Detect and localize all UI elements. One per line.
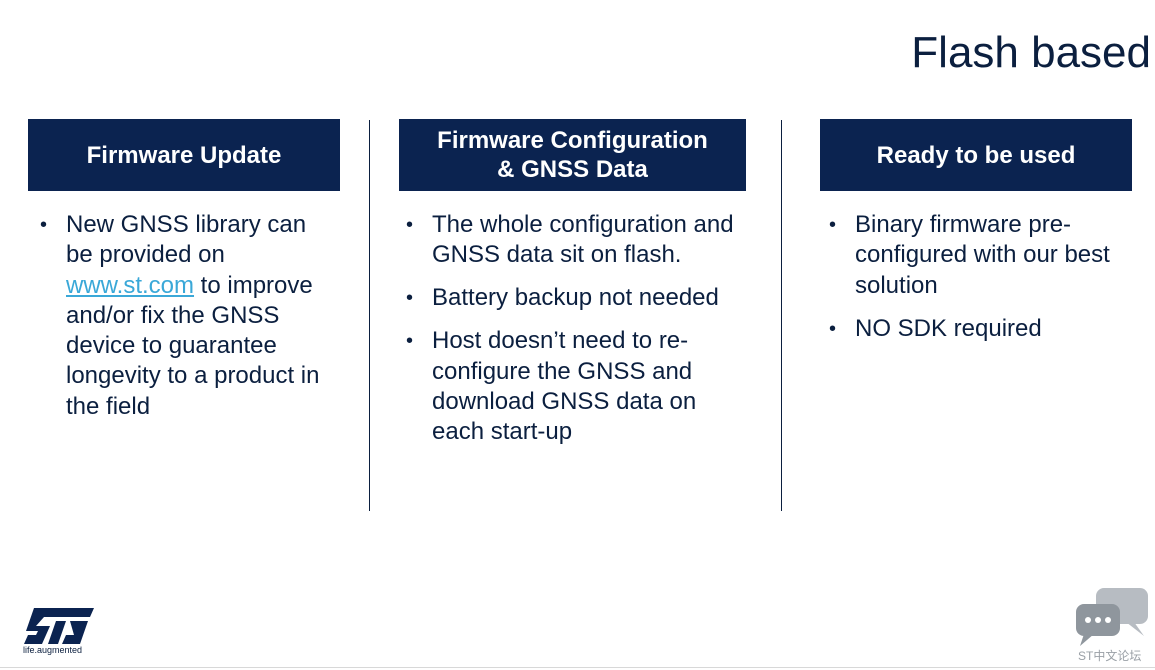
bullet-item: Host doesn’t need to re-configure the GN…	[406, 326, 746, 447]
column-divider	[369, 120, 370, 511]
bullet-item: Binary firmware pre-configured with our …	[829, 210, 1151, 301]
header-line: Firmware Configuration	[437, 127, 708, 154]
column-header-firmware-update: Firmware Update	[28, 119, 340, 191]
page-title: Flash based	[911, 28, 1151, 77]
column-divider	[781, 120, 782, 511]
firmware-configuration-bullets: The whole configuration and GNSS data si…	[406, 210, 746, 460]
header-line: Ready to be used	[876, 141, 1076, 169]
bullet-text: to improve and/or fix the GNSS device to…	[66, 271, 320, 420]
bullet-text: New GNSS library can be provided on	[66, 211, 307, 269]
firmware-update-bullets: New GNSS library can be provided on www.…	[40, 210, 332, 435]
ready-to-use-bullets: Binary firmware pre-configured with our …	[829, 210, 1151, 357]
header-line: & GNSS Data	[497, 156, 648, 183]
bullet-item: Battery backup not needed	[406, 283, 746, 314]
footer-rule	[0, 667, 1155, 668]
st-logo-icon	[24, 608, 94, 644]
bullet-item: New GNSS library can be provided on www.…	[40, 210, 332, 422]
header-line: Firmware Update	[86, 141, 282, 169]
bullet-item: NO SDK required	[829, 314, 1151, 345]
chat-bubbles-icon	[1076, 588, 1148, 646]
st-website-link[interactable]: www.st.com	[66, 271, 195, 299]
bullet-item: The whole configuration and GNSS data si…	[406, 210, 746, 271]
column-header-ready-to-use: Ready to be used	[820, 119, 1132, 191]
forum-watermark: ST中文论坛	[1078, 649, 1142, 663]
column-header-firmware-configuration: Firmware Configuration & GNSS Data	[399, 119, 746, 191]
logo-tagline: life.augmented	[23, 645, 83, 655]
